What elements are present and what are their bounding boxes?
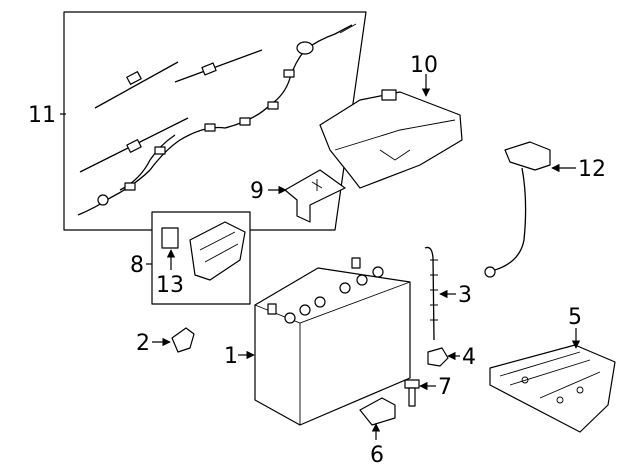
- battery-cover-body: [319, 91, 463, 189]
- harness-grommet-top: [296, 41, 314, 55]
- hold-down-clamp: [359, 397, 396, 426]
- leader-lines: [60, 74, 581, 440]
- cable-terminal-clamp: [504, 141, 551, 171]
- battery-cable: [484, 141, 551, 278]
- harness-terminal: [339, 23, 357, 34]
- cable-tie-2-head: [201, 62, 217, 76]
- callout-8: 8: [130, 253, 144, 278]
- callout-2: 2: [136, 331, 150, 356]
- vent-tube-line: [424, 246, 435, 341]
- battery-post-negative: [351, 257, 361, 269]
- harness-clip-c: [204, 123, 216, 132]
- vent-tube: [424, 246, 438, 341]
- harness-grommet: [97, 194, 109, 206]
- callout-1: 1: [224, 344, 238, 369]
- harness-clip-e: [267, 101, 279, 110]
- harness-clip-a: [124, 182, 136, 191]
- battery-cover-edge: [334, 119, 456, 151]
- battery-cover-tab: [381, 89, 397, 101]
- bracket-plate-body: [284, 169, 346, 223]
- terminal-cap: [161, 227, 179, 249]
- terminal-cover-ribs: [199, 231, 239, 263]
- battery-cover-detail: [379, 149, 411, 161]
- battery-cover: [319, 89, 463, 189]
- tray-hole-1: [556, 396, 564, 404]
- cable-tie-1: [94, 61, 179, 109]
- wiring-harness-group: [63, 11, 367, 231]
- callout-4: 4: [462, 345, 476, 370]
- callout-5: 5: [568, 305, 582, 330]
- terminal-cover: [189, 221, 246, 281]
- battery-vent-caps: [284, 266, 384, 324]
- battery-case: [254, 267, 411, 426]
- vent-tube-ribs: [430, 259, 438, 321]
- bolt: [404, 379, 420, 407]
- bracket-plate: [284, 169, 346, 223]
- battery: [254, 257, 411, 426]
- tray-hole-2: [576, 386, 584, 394]
- tray-hole-3: [521, 376, 529, 384]
- hex-nut: [427, 347, 449, 367]
- callout-13: 13: [156, 273, 184, 298]
- battery-tray-body: [489, 344, 616, 433]
- callout-6: 6: [370, 443, 384, 468]
- bolt-shank: [408, 387, 416, 407]
- callout-9: 9: [250, 179, 264, 204]
- callout-10: 10: [410, 53, 438, 78]
- callout-labels: 11 10 12 9 8 13 3 2 1 4 7 6 5: [28, 53, 606, 468]
- callout-7: 7: [438, 375, 452, 400]
- battery-post-positive: [267, 303, 277, 315]
- callout-11: 11: [28, 103, 56, 128]
- callout-12: 12: [578, 157, 606, 182]
- vent-plug: [171, 327, 195, 353]
- cable-tie-3-head: [126, 139, 142, 153]
- bracket-plate-plus-mark: [311, 179, 323, 191]
- cable-wire: [494, 167, 527, 271]
- battery-tray: [489, 344, 616, 433]
- harness-clip-d: [239, 117, 251, 126]
- bolt-head: [404, 379, 420, 389]
- cable-tie-1-head: [126, 71, 142, 85]
- harness-clip-f: [283, 69, 295, 78]
- battery-tray-ribs: [499, 351, 601, 399]
- callout-3: 3: [458, 283, 472, 308]
- vent-plug-body: [171, 327, 195, 353]
- harness-clip-b: [154, 146, 166, 155]
- cable-ring-terminal: [484, 266, 496, 278]
- cable-tie-2: [174, 49, 263, 83]
- connector-group: [151, 211, 251, 305]
